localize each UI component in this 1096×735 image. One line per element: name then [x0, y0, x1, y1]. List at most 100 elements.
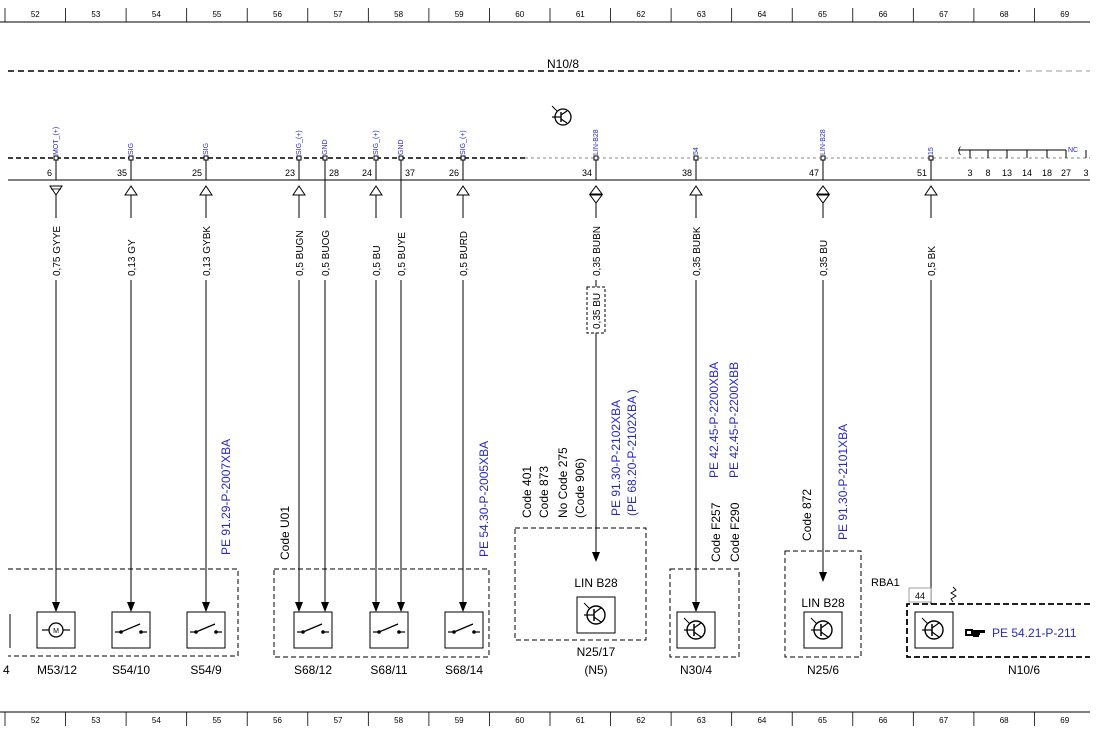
transistor-box-n10-6	[914, 611, 954, 649]
wire-label: 0,75 GYYE	[52, 226, 63, 276]
ruler-number: 53	[91, 716, 100, 725]
ref-n10-6[interactable]: PE 54.21-P-211	[992, 626, 1077, 640]
ruler-number: 63	[697, 10, 706, 19]
ruler-number: 56	[273, 10, 282, 19]
edge-text: 4	[3, 663, 10, 677]
ref-n25-17-b[interactable]: (PE 68.20-P-2102XBA )	[625, 389, 639, 516]
pin-terminal	[593, 155, 599, 161]
bus-pin-number: 3	[967, 168, 972, 178]
ruler-number: 67	[939, 10, 948, 19]
transistor-box-n25-17	[576, 596, 616, 634]
code-n30-4-1: Code F290	[728, 502, 742, 562]
ruler-number: 59	[455, 10, 464, 19]
transistor-box-n25-6	[803, 611, 843, 649]
pin-number: 34	[582, 168, 592, 178]
wire-label: 0,5 BUGN	[295, 230, 306, 276]
lin-label-n25-17: LIN B28	[574, 576, 618, 590]
pin-signal: LIN-B28	[593, 129, 600, 155]
bus-pin-number: 8	[985, 168, 990, 178]
pin-number: 26	[449, 168, 459, 178]
pin-number: 24	[362, 168, 372, 178]
ruler-number: 68	[1000, 10, 1009, 19]
pin-signal: GND	[322, 139, 329, 155]
pin-terminal	[460, 155, 466, 161]
arrow-up-icon	[456, 185, 470, 196]
wire-label: 0,5 BURD	[459, 231, 470, 276]
codes: Code U01 Code 401 Code 873 No Code 275 (…	[278, 447, 814, 562]
ref-n25-17-a[interactable]: PE 91.30-P-2102XBA	[609, 400, 623, 516]
ref-n30-4-b[interactable]: PE 42.45-P-2200XBB	[727, 362, 741, 478]
bus-pin-number: 13	[1002, 168, 1012, 178]
pin-number: 37	[405, 168, 415, 178]
wire-label: 0,13 GY	[127, 239, 138, 276]
code-n25-17-0: Code 401	[520, 466, 534, 518]
pin-signal: LIN-B28	[820, 129, 827, 155]
component-symbols: M	[9, 596, 954, 649]
ruler-number: 67	[939, 716, 948, 725]
arrow-head	[692, 602, 700, 612]
ref-n30-4-a[interactable]: PE 42.45-P-2200XBA	[707, 362, 721, 478]
ruler-number: 52	[31, 10, 40, 19]
pin-number: 47	[809, 168, 819, 178]
pin-terminal	[398, 155, 404, 161]
ruler-number: 55	[212, 716, 221, 725]
ruler-number: 60	[515, 10, 524, 19]
pin-signal: 15	[928, 147, 935, 155]
wire-label: 0,35 BU	[819, 240, 830, 276]
label-s68-11: S68/11	[370, 663, 407, 677]
ruler-number: 61	[576, 10, 585, 19]
ruler-number: 56	[273, 716, 282, 725]
label-n25-6: N25/6	[807, 663, 839, 677]
ruler-number: 59	[455, 716, 464, 725]
arrow-up-icon	[689, 185, 703, 196]
svg-text:M: M	[53, 628, 59, 635]
pin-number: 35	[117, 168, 127, 178]
transistor-box-n30-4	[676, 611, 716, 649]
module-n10-8: N10/8	[8, 57, 1090, 181]
code-n25-6: Code 872	[800, 489, 814, 541]
pin-terminal	[203, 155, 209, 161]
component-labels: 4 M53/12 S54/10 S54/9 S68/12 S68/11 S68/…	[3, 576, 1040, 677]
arrow-up-icon	[124, 185, 138, 196]
ref-s68-14[interactable]: PE 54.30-P-2005XBA	[477, 441, 491, 557]
bus-pin-number: 18	[1042, 168, 1052, 178]
arrow-head	[397, 602, 405, 612]
wire-label: 0,35 BUBK	[692, 226, 703, 276]
ruler-number: 62	[636, 716, 645, 725]
switch-s54-10-box	[111, 611, 151, 649]
connector-pins: MOT_(+)6SIG35SIG25SIG_(+)23GND28SIG_(+)2…	[47, 127, 938, 204]
ref-s54-9[interactable]: PE 91.29-P-2007XBA	[219, 439, 233, 555]
pin-signal: SIG_(+)	[373, 130, 380, 155]
label-n30-4: N30/4	[680, 663, 712, 677]
svg-text:(: (	[958, 145, 961, 155]
arrow-up-icon	[369, 185, 383, 196]
bus-pin-number: 3	[1083, 168, 1088, 178]
arrow-down-icon	[589, 194, 603, 204]
ruler-number: 64	[757, 716, 766, 725]
label-s54-9: S54/9	[190, 663, 222, 677]
arrow-head	[321, 602, 329, 612]
bus-pin-number: 14	[1022, 168, 1032, 178]
ref-n25-6[interactable]: PE 91.30-P-2101XBA	[836, 424, 850, 540]
references: PE 91.29-P-2007XBA PE 54.30-P-2005XBA PE…	[219, 362, 1077, 640]
pin-signal: SIG	[203, 143, 210, 155]
label-n25-17: N25/17	[577, 645, 616, 659]
ruler-number: 68	[1000, 716, 1009, 725]
splice-wire-label: 0,35 BU	[592, 293, 603, 329]
ruler-number: 57	[334, 10, 343, 19]
label-n10-6: N10/6	[1008, 663, 1040, 677]
arrow-head	[127, 602, 135, 612]
rba-pin: 44	[915, 591, 925, 601]
ruler-number: 66	[879, 716, 888, 725]
ruler-number: 62	[636, 10, 645, 19]
code-n25-17-2: No Code 275	[556, 447, 570, 518]
ruler-number: 69	[1060, 10, 1069, 19]
wire-label: 0,5 BU	[372, 245, 383, 276]
pin-terminal	[693, 155, 699, 161]
label-s68-14: S68/14	[445, 663, 483, 677]
arrow-up-icon	[924, 185, 938, 196]
component-boxes	[8, 527, 1090, 658]
switch-s68-12-box	[293, 611, 333, 649]
